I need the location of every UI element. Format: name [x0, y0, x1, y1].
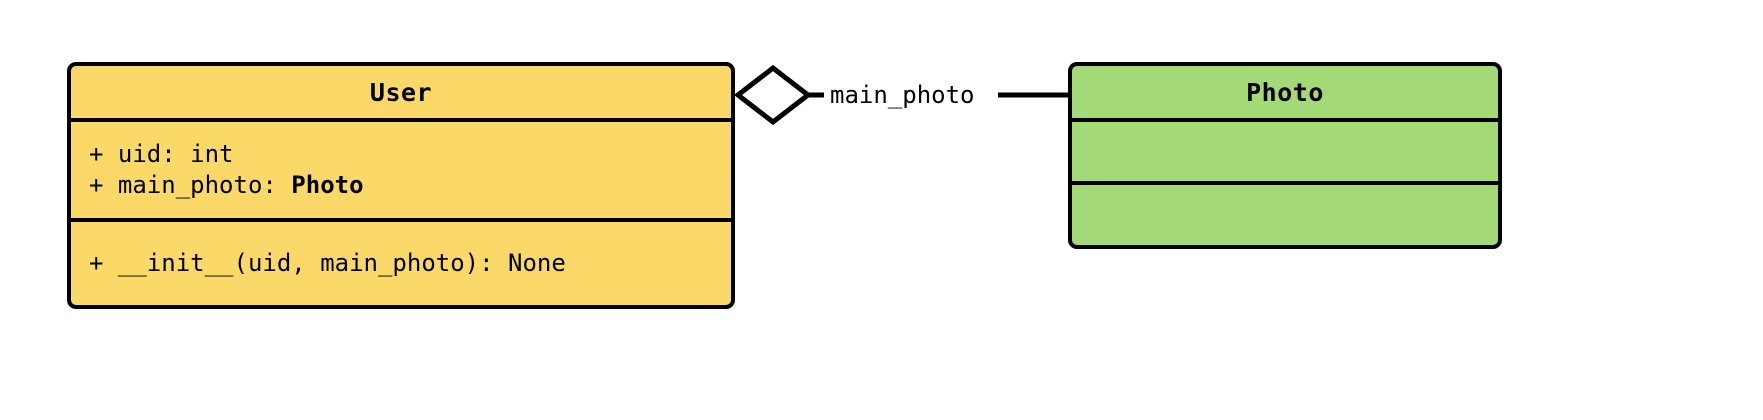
association-label: main_photo — [824, 81, 981, 109]
class-methods-photo — [1072, 185, 1498, 245]
class-attributes-photo — [1072, 122, 1498, 185]
uml-class-user[interactable]: User + uid: int + main_photo: Photo + __… — [67, 62, 735, 309]
method-row: + __init__(uid, main_photo): None — [89, 249, 566, 277]
attribute-name: + main_photo: — [89, 171, 292, 199]
attribute-type: Photo — [291, 171, 364, 199]
aggregation-diamond-icon — [733, 64, 813, 126]
class-methods-user: + __init__(uid, main_photo): None — [71, 222, 731, 305]
uml-class-photo[interactable]: Photo — [1068, 62, 1502, 249]
class-title-user: User — [71, 66, 731, 122]
class-title-photo: Photo — [1072, 66, 1498, 122]
attribute-row: + uid: int — [89, 140, 234, 168]
attribute-row: + main_photo: Photo — [89, 170, 713, 201]
class-attributes-user: + uid: int + main_photo: Photo — [71, 122, 731, 222]
